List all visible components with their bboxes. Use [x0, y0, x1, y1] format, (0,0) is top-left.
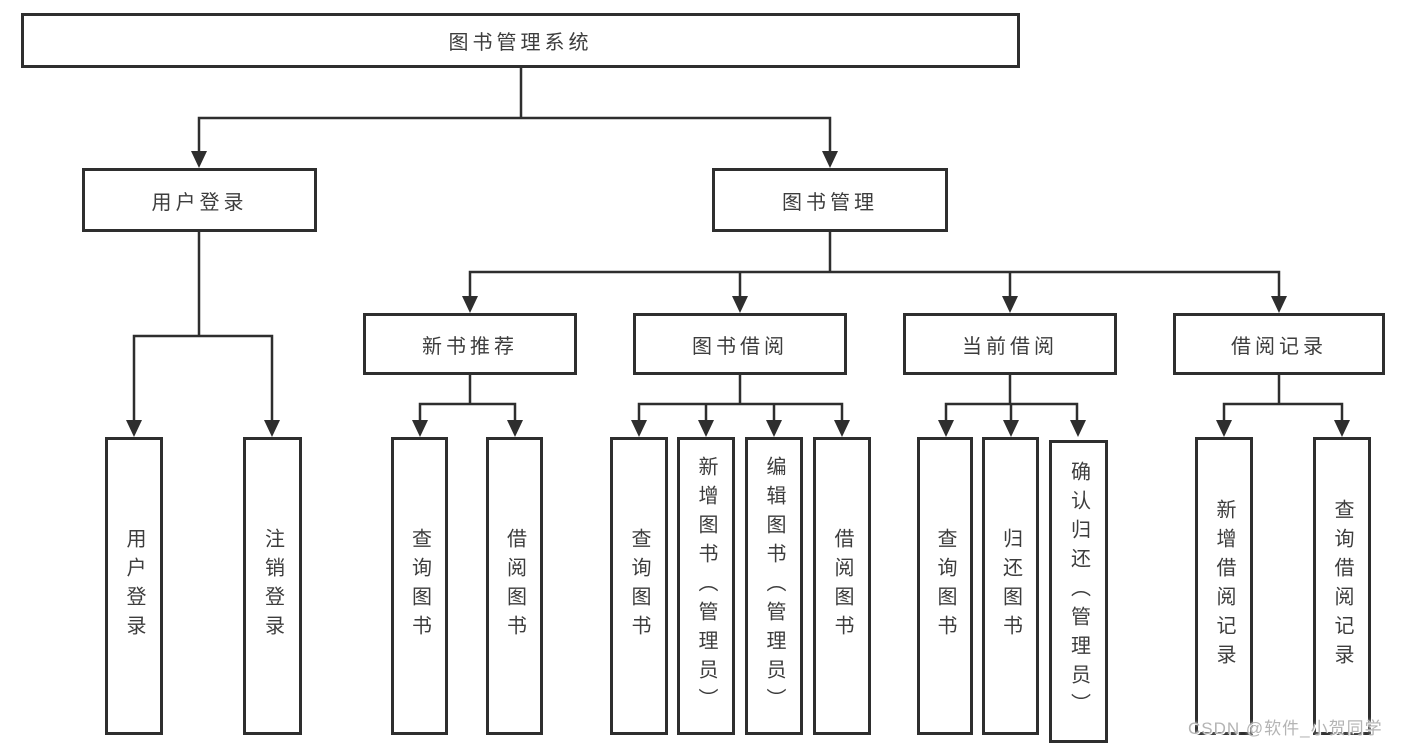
node-label: 新书推荐 [422, 335, 518, 358]
leaf-query-borrow-record: 查询借阅记录 [1313, 437, 1371, 735]
leaf-query-books-current: 查询图书 [917, 437, 973, 735]
leaf-user-login: 用户登录 [105, 437, 163, 735]
node-new-book-recommend: 新书推荐 [363, 313, 577, 375]
leaf-borrow-books: 借阅图书 [813, 437, 871, 735]
leaf-return-books: 归还图书 [982, 437, 1039, 735]
node-label: 查询图书 [934, 528, 956, 644]
node-current-borrowing: 当前借阅 [903, 313, 1117, 375]
node-library-system: 图书管理系统 [21, 13, 1020, 68]
leaf-logout: 注销登录 [243, 437, 302, 735]
csdn-watermark: CSDN @软件_小贺同学 [1188, 719, 1383, 738]
node-label: 图书借阅 [692, 335, 788, 358]
node-label: 确认归还（管理员） [1067, 461, 1090, 722]
node-book-management: 图书管理 [712, 168, 948, 232]
node-label: 注销登录 [261, 528, 284, 644]
node-book-borrowing: 图书借阅 [633, 313, 847, 375]
tree-edge-lines [132, 66, 1344, 424]
leaf-add-books-admin: 新增图书（管理员） [677, 437, 735, 735]
leaf-edit-books-admin: 编辑图书（管理员） [745, 437, 803, 735]
node-label: 图书管理 [782, 191, 878, 214]
node-label: 用户登录 [151, 191, 248, 214]
leaf-borrow-books-recommend: 借阅图书 [486, 437, 543, 735]
node-label: 查询图书 [408, 528, 431, 644]
node-label: 新增图书（管理员） [695, 455, 717, 717]
node-user-login: 用户登录 [82, 168, 317, 232]
node-label: 借阅图书 [503, 528, 526, 644]
leaf-query-books-borrow: 查询图书 [610, 437, 668, 735]
node-borrowing-records: 借阅记录 [1173, 313, 1385, 375]
node-label: 查询图书 [628, 528, 650, 644]
node-label: 查询借阅记录 [1331, 499, 1353, 673]
node-label: 借阅记录 [1231, 335, 1327, 358]
node-label: 用户登录 [123, 528, 145, 644]
node-label: 当前借阅 [962, 335, 1058, 358]
leaf-add-borrow-record: 新增借阅记录 [1195, 437, 1253, 735]
node-label: 归还图书 [999, 528, 1022, 644]
node-label: 新增借阅记录 [1213, 499, 1235, 673]
node-label: 图书管理系统 [448, 32, 593, 54]
leaf-confirm-return-admin: 确认归还（管理员） [1049, 440, 1108, 743]
leaf-query-books-recommend: 查询图书 [391, 437, 448, 735]
node-label: 借阅图书 [831, 528, 853, 644]
node-label: 编辑图书（管理员） [763, 455, 785, 717]
